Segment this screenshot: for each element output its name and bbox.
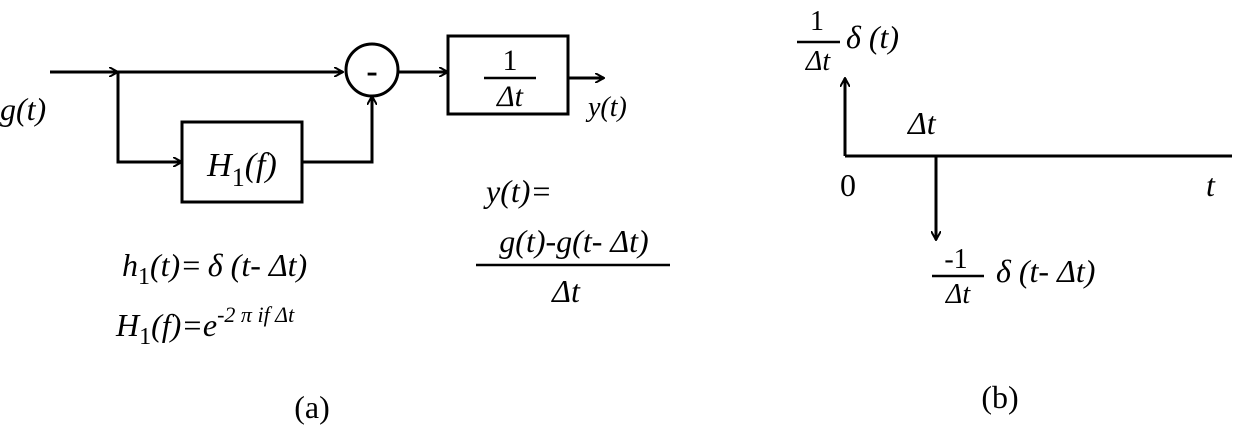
delay-output-line	[302, 96, 372, 164]
block-diagram-a	[50, 34, 604, 204]
negative-impulse-numerator: -1	[944, 244, 967, 275]
output-equation-numerator: g(t)-g(t- Δt)	[499, 223, 648, 259]
caption-b: (b)	[981, 379, 1018, 415]
sum-sign: -	[366, 53, 377, 90]
negative-impulse-denominator: Δt	[945, 279, 971, 310]
positive-impulse-denominator: Δt	[805, 46, 831, 77]
input-label: g(t)	[0, 91, 46, 127]
scale-block	[446, 34, 570, 116]
positive-impulse-term: δ (t)	[846, 19, 899, 55]
delay-branch-line	[116, 72, 182, 162]
negative-impulse-term: δ (t- Δt)	[996, 253, 1095, 289]
impulse-response-equation: h1(t)=δ (t- Δt)	[122, 247, 307, 290]
origin-label: 0	[840, 167, 856, 203]
delay-block-label: H1(f)	[206, 147, 277, 192]
transfer-function-equation: H1(f)=e-2 π if Δt	[115, 302, 295, 350]
caption-a: (a)	[294, 389, 330, 425]
scale-block-denominator: Δt	[496, 80, 524, 113]
impulse-plot-b	[845, 78, 1232, 240]
summing-junction	[344, 42, 400, 98]
output-equation-denominator: Δt	[550, 273, 581, 309]
delay-tick-label: Δt	[906, 105, 937, 141]
scale-block-numerator: 1	[503, 44, 518, 77]
output-label: y(t)	[585, 92, 627, 123]
positive-impulse-numerator: 1	[810, 6, 824, 37]
time-axis-label: t	[1206, 167, 1216, 203]
output-equation-lhs: y(t)=	[483, 173, 552, 209]
